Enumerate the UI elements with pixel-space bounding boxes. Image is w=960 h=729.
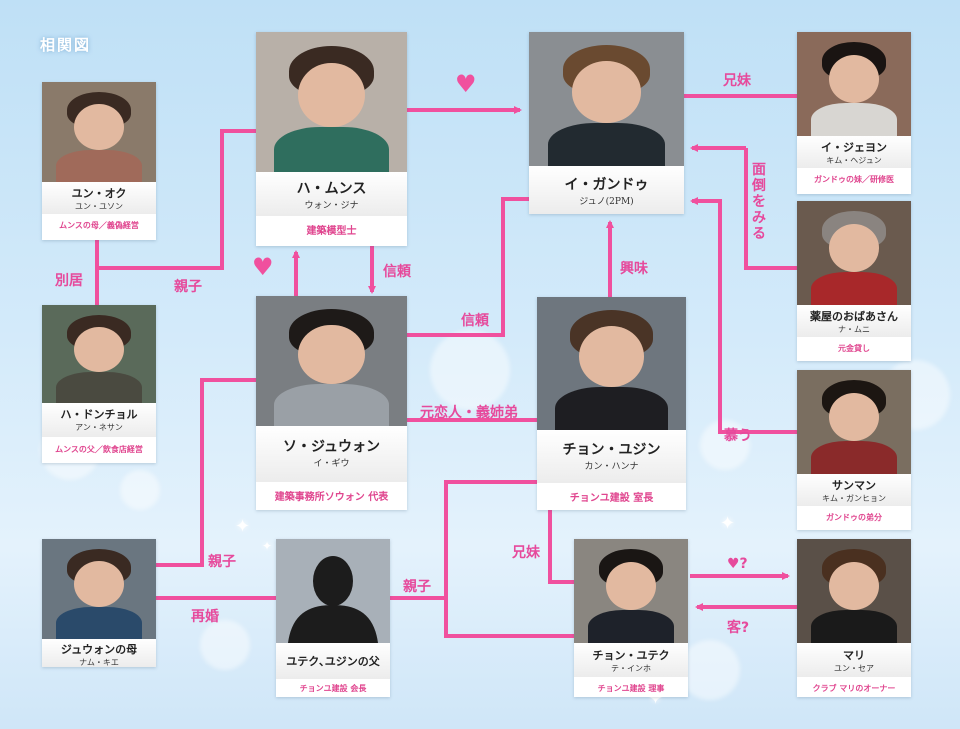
line-sibling-yutek [548, 510, 574, 584]
actor: カン・ハンナ [584, 462, 639, 472]
line-oyako-yutek [444, 598, 574, 638]
actor: アン・ネサン [75, 423, 123, 432]
label-oyako-munsu: 親子 [174, 279, 202, 295]
role: ガンドゥの弟分 [797, 512, 911, 523]
actor: テ・インホ [611, 664, 651, 673]
label-mendou: 面倒をみる [752, 162, 766, 242]
name: サンマン [832, 479, 876, 492]
actor: キム・ガンヒョン [822, 494, 886, 503]
silhouette-icon [288, 556, 378, 643]
card-juwon-mother: ジュウォンの母 ナム・キエ [42, 539, 156, 667]
card-jeon-yutek: チョン・ユテク テ・インホ チョンユ建設 理事 [574, 539, 688, 697]
portrait [797, 201, 911, 305]
silhouette-portrait [276, 539, 390, 643]
portrait [42, 539, 156, 639]
actor: イ・ギウ [313, 459, 350, 469]
portrait [537, 297, 686, 430]
role: チョンユ建設 理事 [574, 683, 688, 694]
card-yun-ok: ユン・オク ユン・ユソン ムンスの母／義偽経営 [42, 82, 156, 240]
card-jeon-yujin: チョン・ユジン カン・ハンナ チョンユ建設 室長 [537, 297, 686, 510]
sparkle-icon: ✦ [262, 539, 273, 553]
card-lee-gandu: イ・ガンドゥ ジュノ(2PM) [529, 32, 684, 214]
name: ハ・ムンス [296, 181, 367, 197]
card-so-juwon: ソ・ジュウォン イ・ギウ 建築事務所ソウォン 代表 [256, 296, 407, 510]
name: ソ・ジュウォン [282, 439, 381, 455]
portrait [42, 82, 156, 182]
actor: ジュノ(2PM) [579, 197, 634, 207]
label-oyako-juwon: 親子 [208, 554, 236, 570]
name: ユテク､ユジンの父 [286, 655, 380, 668]
name: チョン・ユテク [592, 649, 670, 662]
label-shinrai-gandu: 信頼 [461, 313, 489, 329]
role: ムンスの母／義偽経営 [42, 220, 156, 231]
label-heart-q: ♥? [727, 556, 748, 572]
actor: ナム・キエ [79, 658, 119, 667]
portrait [797, 539, 911, 643]
card-sanman: サンマン キム・ガンヒョン ガンドゥの弟分 [797, 370, 911, 530]
label-shinrai-juwon: 信頼 [383, 264, 411, 280]
line-oyako-father [390, 480, 537, 600]
card-ha-dongchol: ハ・ドンチョル アン・ネサン ムンスの父／飲食店経営 [42, 305, 156, 463]
actor: キム・ヘジュン [826, 156, 882, 165]
portrait [797, 32, 911, 136]
role: チョンユ建設 会長 [276, 683, 390, 694]
sparkle-icon: ✦ [720, 513, 736, 534]
actor: ウォン・ジナ [304, 201, 359, 211]
portrait [797, 370, 911, 474]
name: ジュウォンの母 [60, 643, 138, 656]
role: チョンユ建設 室長 [537, 489, 686, 504]
label-motokoi: 元恋人・義姉弟 [420, 405, 518, 421]
label-kyomi: 興味 [620, 261, 648, 277]
line-shinrai-gandu [407, 197, 529, 337]
name: ハ・ドンチョル [60, 408, 138, 421]
card-lee-jeyon: イ・ジェヨン キム・ヘジュン ガンドゥの妹／研修医 [797, 32, 911, 194]
role: ムンスの父／飲食店経営 [42, 444, 156, 455]
portrait [529, 32, 684, 166]
role: クラブ マリのオーナー [797, 683, 911, 694]
role: 建築模型士 [256, 222, 407, 237]
portrait [256, 296, 407, 426]
label-bekkyo: 別居 [55, 273, 83, 289]
card-father: ユテク､ユジンの父 チョンユ建設 会長 [276, 539, 390, 697]
role: ガンドゥの妹／研修医 [797, 174, 911, 185]
heart-icon: ♥ [252, 253, 274, 281]
line-shitau [690, 197, 797, 434]
line-mendou [744, 148, 797, 270]
name: イ・ジェヨン [821, 141, 887, 154]
portrait [256, 32, 407, 172]
role: 元金貸し [797, 343, 911, 354]
actor: ユン・セア [834, 664, 874, 673]
line-oyako-munsu [97, 129, 256, 270]
label-saikon: 再婚 [191, 609, 219, 625]
label-sibling-jeyon: 兄妹 [723, 73, 751, 89]
name: マリ [843, 649, 865, 662]
card-yakuya: 薬屋のおばあさん ナ・ムニ 元金貸し [797, 201, 911, 361]
portrait [574, 539, 688, 643]
line-oyako-juwon [156, 378, 256, 567]
card-mari: マリ ユン・セア クラブ マリのオーナー [797, 539, 911, 697]
actor: ユン・ユソン [75, 202, 123, 211]
sparkle-icon: ✦ [235, 516, 251, 537]
name: イ・ガンドゥ [564, 177, 649, 193]
label-shitau: 慕う [724, 428, 752, 444]
label-sibling-yutek: 兄妹 [512, 545, 540, 561]
actor: ナ・ムニ [838, 325, 870, 334]
role: 建築事務所ソウォン 代表 [256, 488, 407, 503]
name: 薬屋のおばあさん [810, 310, 898, 323]
chart-title: 相関図 [40, 36, 92, 54]
heart-icon: ♥ [455, 70, 477, 98]
name: チョン・ユジン [562, 442, 661, 458]
card-ha-munsu: ハ・ムンス ウォン・ジナ 建築模型士 [256, 32, 407, 246]
label-kyaku-q: 客? [727, 620, 750, 636]
name: ユン・オク [71, 187, 127, 200]
label-oyako-father: 親子 [403, 579, 431, 595]
portrait [42, 305, 156, 403]
